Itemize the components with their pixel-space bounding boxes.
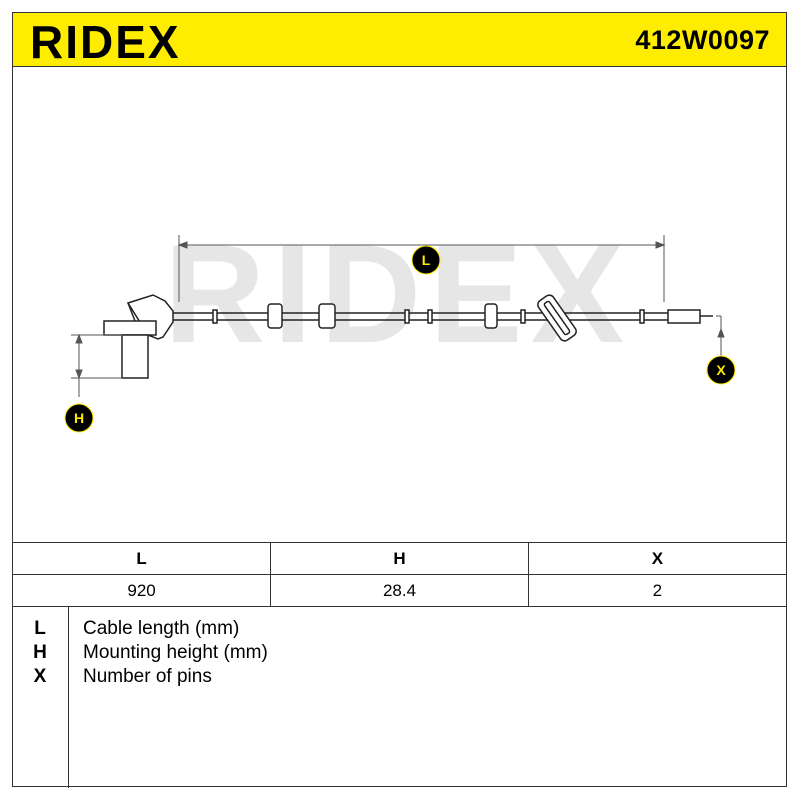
- header-bar: RIDEX 412W0097: [13, 13, 786, 68]
- legend-item-h: H Mounting height (mm): [13, 642, 786, 666]
- dimensions-header-row: L H X: [13, 542, 786, 575]
- legend-key: H: [33, 642, 47, 663]
- sensor-head: [103, 294, 174, 379]
- legend-key: L: [34, 618, 46, 639]
- dimension-x-leader: [716, 315, 725, 357]
- badge-x: X: [706, 355, 736, 385]
- legend-item-l: L Cable length (mm): [13, 618, 786, 642]
- product-sheet: RIDEX 412W0097 RIDEX: [12, 12, 787, 788]
- value-cell-h: 28.4: [270, 574, 529, 607]
- legend-item-x: X Number of pins: [13, 666, 786, 690]
- legend-description: Mounting height (mm): [83, 642, 268, 663]
- dimensions-value-row: 920 28.4 2: [13, 574, 786, 607]
- watermark-text: RIDEX: [164, 215, 632, 372]
- legend-divider: [68, 606, 69, 788]
- dimensions-table: L H X 920 28.4 2: [13, 542, 786, 607]
- cable-connector: [667, 309, 713, 324]
- badge-l: L: [411, 245, 441, 275]
- legend-description: Cable length (mm): [83, 618, 240, 639]
- value-cell-x: 2: [528, 574, 786, 607]
- sensor-diagram-svg: RIDEX: [64, 215, 736, 433]
- legend-description: Number of pins: [83, 666, 212, 687]
- legend-key: X: [33, 666, 47, 687]
- technical-drawing: RIDEX: [13, 67, 786, 542]
- cable-bracket-clip: [537, 294, 577, 342]
- sensor-cable: [173, 303, 668, 329]
- badge-l-label: L: [422, 252, 431, 268]
- header-cell-x: X: [528, 542, 786, 575]
- badge-x-label: X: [716, 362, 726, 378]
- dimension-l-line: [177, 235, 666, 302]
- header-cell-h: H: [270, 542, 529, 575]
- brand-logo: RIDEX: [30, 16, 181, 68]
- header-cell-l: L: [13, 542, 272, 575]
- badge-h-label: H: [74, 410, 84, 426]
- value-cell-l: 920: [13, 574, 272, 607]
- dimension-h-line: [71, 333, 123, 397]
- badge-h: H: [64, 403, 94, 433]
- part-number: 412W0097: [635, 25, 770, 55]
- legend-section: L Cable length (mm) H Mounting height (m…: [13, 606, 786, 788]
